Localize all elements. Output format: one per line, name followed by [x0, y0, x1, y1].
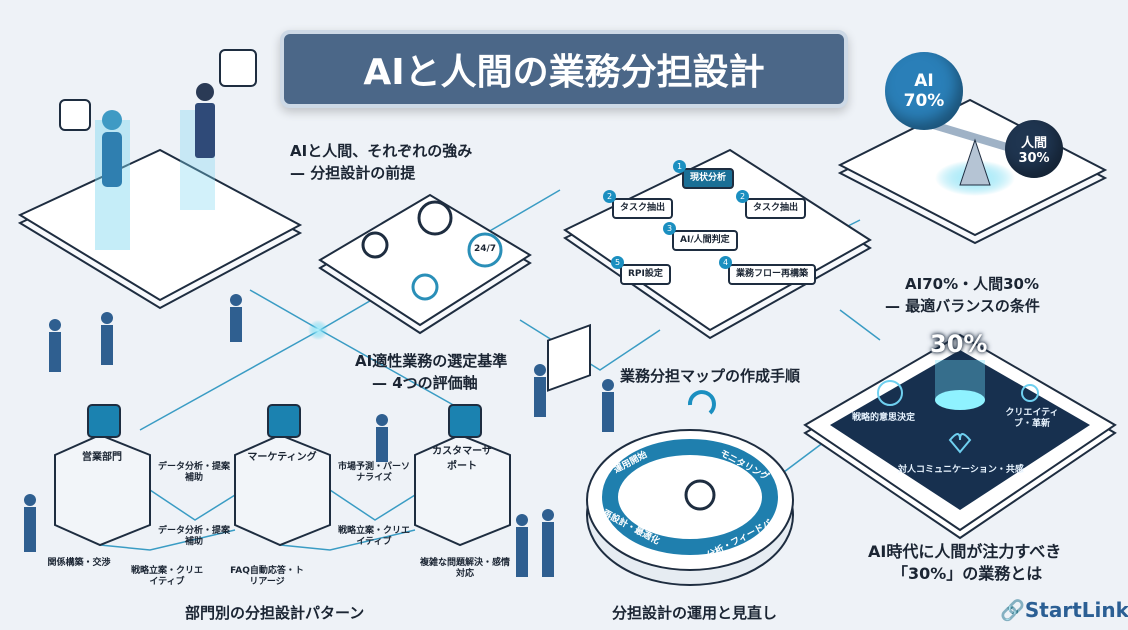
- focus-item: 対人コミュニケーション・共感: [898, 465, 1024, 475]
- strengths-heading: AIと人間、それぞれの強み: [290, 142, 473, 160]
- flow-step: タスク抽出: [612, 198, 674, 219]
- flow-label: 関係構築・交渉: [47, 558, 111, 568]
- brand-logo: 🔗StartLink: [1000, 598, 1128, 622]
- connector-node: [308, 320, 328, 340]
- ai-label: AI: [914, 71, 934, 91]
- step-number: 2: [603, 190, 616, 203]
- step-number: 2: [736, 190, 749, 203]
- map-heading: 業務分担マップの作成手順: [620, 367, 801, 385]
- strengths-subheading: — 分担設計の前提: [290, 164, 416, 182]
- link-icon: 🔗: [1000, 598, 1025, 622]
- building-label-support: カスタマーサポート: [432, 446, 492, 472]
- flow-label: 戦略立案・クリエイティブ: [337, 526, 410, 547]
- lightbulb-icon: [1021, 384, 1039, 402]
- balance-subheading: — 最適バランスの条件: [885, 297, 1040, 315]
- page-title: AIと人間の業務分担設計: [280, 30, 848, 108]
- flow-label: データ分析・提案補助: [157, 526, 230, 547]
- balance-heading: AI70%・人間30%: [905, 275, 1039, 293]
- step-number: 1: [673, 160, 686, 173]
- flow-step: AI/人間判定: [672, 230, 738, 251]
- platform-criteria: [318, 193, 532, 335]
- brand-name: StartLink: [1024, 598, 1128, 622]
- flow-step: 現状分析: [682, 168, 735, 189]
- building-label-sales: 営業部門: [82, 452, 122, 463]
- flow-step: RPI設定: [620, 264, 671, 285]
- chart-board: [547, 323, 591, 392]
- criteria-heading: AI適性業務の選定基準: [355, 352, 508, 370]
- refresh-icon: [687, 390, 716, 415]
- stopwatch-icon: [684, 479, 716, 511]
- brain-icon: [877, 380, 903, 406]
- focus-item: 戦略的意思決定: [852, 413, 916, 423]
- flow-label: 市場予測・パーソナライズ: [337, 462, 410, 483]
- clock-label: 24/7: [474, 244, 497, 254]
- step-number: 5: [611, 256, 624, 269]
- magnifier-icon: [361, 231, 389, 259]
- heart-icon: [948, 433, 972, 454]
- step-number: 3: [663, 222, 676, 235]
- focus-item: クリエイティブ・革新: [1005, 408, 1059, 429]
- network-icon: [411, 273, 439, 301]
- departments-heading: 部門別の分担設計パターン: [185, 604, 365, 622]
- flow-step: タスク抽出: [745, 198, 807, 219]
- operation-heading: 分担設計の運用と見直し: [612, 604, 778, 622]
- human-value: 30%: [1018, 151, 1050, 166]
- glow-value: 30%: [930, 330, 988, 358]
- stopwatch-icon: [417, 200, 453, 236]
- people-figures: [24, 294, 614, 577]
- ai-value: 70%: [903, 91, 945, 111]
- platform-balance: [837, 98, 1108, 245]
- flow-label: FAQ自動応答・トリアージ: [230, 566, 304, 587]
- ai-ratio-ball: AI 70%: [885, 52, 963, 130]
- flow-label: データ分析・提案補助: [157, 462, 230, 483]
- step-number: 4: [719, 256, 732, 269]
- platform-strengths: [17, 49, 303, 310]
- platform-focus: [803, 333, 1117, 540]
- cycle-disc: [586, 390, 794, 586]
- focus-heading: AI時代に人間が注力すべき: [868, 542, 1062, 561]
- building-label-marketing: マーケティング: [247, 452, 317, 463]
- criteria-subheading: — 4つの評価軸: [372, 374, 478, 392]
- flow-label: 戦略立案・クリエイティブ: [130, 566, 203, 587]
- department-buildings: [54, 404, 511, 547]
- human-ratio-ball: 人間 30%: [1005, 120, 1063, 178]
- focus-subheading: 「30%」の業務とは: [892, 564, 1043, 583]
- flow-label: 複雑な問題解決・感情対応: [420, 558, 511, 579]
- human-label: 人間: [1020, 136, 1047, 151]
- flow-step: 業務フロー再構築: [728, 264, 817, 285]
- clock-24-7-icon: [467, 232, 503, 268]
